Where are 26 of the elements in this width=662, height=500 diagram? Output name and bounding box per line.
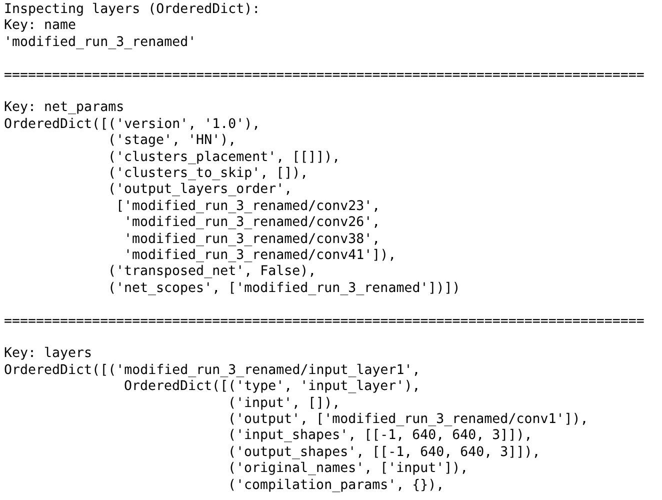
code-line: Key: name	[4, 18, 76, 34]
heading-text: Inspecting layers (OrderedDict):	[4, 2, 260, 18]
code-line: ('input_shapes', [[-1, 640, 640, 3]]),	[228, 428, 532, 444]
code-line: OrderedDict([('modified_run_3_renamed/input_layer1',	[4, 362, 420, 379]
code-line: 'modified_run_3_renamed/conv38',	[124, 232, 380, 248]
code-line: OrderedDict([('version', '1.0'),	[4, 116, 260, 133]
code-line: ('clusters_placement', [[]]),	[108, 150, 340, 166]
code-line: ('input', []),	[228, 396, 340, 412]
separator-line: ================================================================================	[4, 314, 644, 330]
code-line: ('clusters_to_skip', []),	[108, 166, 308, 182]
code-line: ['modified_run_3_renamed/conv23',	[116, 198, 380, 215]
code-line: OrderedDict([('type', 'input_layer'),	[124, 379, 420, 396]
code-line: ('compilation_params', {}),	[228, 478, 444, 494]
code-line: ('output_layers_order',	[108, 182, 292, 198]
code-line: ('original_names', ['input']),	[228, 461, 468, 478]
code-line: ('output', ['modified_run_3_renamed/conv1']),	[228, 412, 588, 428]
code-line: ('net_scopes', ['modified_run_3_renamed'])])	[108, 280, 460, 297]
separator-line: ================================================================================	[4, 68, 644, 84]
code-line: 'modified_run_3_renamed/conv41']),	[124, 248, 396, 264]
code-line: Key: net_params	[4, 100, 124, 116]
code-line: ('output_shapes', [[-1, 640, 640, 3]]),	[228, 444, 540, 461]
code-line: 'modified_run_3_renamed/conv26',	[124, 215, 380, 232]
code-line: ('transposed_net', False),	[108, 264, 316, 280]
code-line: Key: layers	[4, 346, 92, 362]
code-line: 'modified_run_3_renamed'	[4, 34, 196, 51]
code-line: ('stage', 'HN'),	[108, 133, 236, 150]
